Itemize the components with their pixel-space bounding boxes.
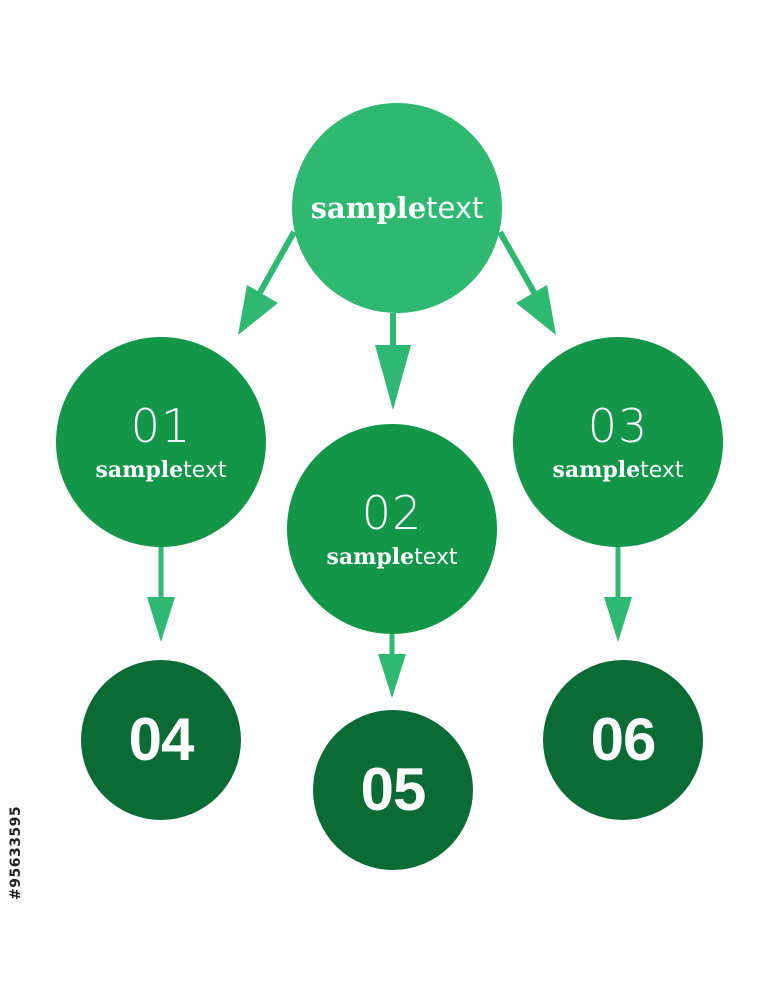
top-node-label: sampletext <box>310 190 484 225</box>
top-node-label-bold: sample <box>310 190 427 225</box>
node-05-number: 05 <box>360 756 427 823</box>
arrowhead-top-to-02 <box>375 345 411 410</box>
node-01-label-bold: sample <box>95 456 184 483</box>
node-04: 04 <box>81 660 241 820</box>
arrowhead-top-to-03 <box>516 285 556 335</box>
arrow-top-to-03 <box>497 230 539 298</box>
arrowhead-03-to-06 <box>604 597 632 642</box>
node-01-label: sampletext <box>95 459 226 482</box>
arrowhead-01-to-04 <box>147 597 175 642</box>
stock-image-id: #95633595 <box>8 805 24 900</box>
top-node: sampletext <box>292 103 502 313</box>
node-03: 03 sampletext <box>513 337 723 547</box>
node-03-label-light: text <box>640 457 684 483</box>
node-06: 06 <box>543 660 703 820</box>
node-03-label-bold: sample <box>552 456 641 483</box>
node-02: 02 sampletext <box>287 424 497 634</box>
node-03-number: 03 <box>587 398 649 453</box>
node-03-label: sampletext <box>552 459 683 482</box>
node-02-label-light: text <box>414 544 458 570</box>
node-01-number: 01 <box>130 398 192 453</box>
node-02-number: 02 <box>361 485 423 540</box>
top-node-label-light: text <box>426 190 484 225</box>
node-05: 05 <box>313 710 473 870</box>
node-01-label-light: text <box>183 457 227 483</box>
arrowhead-02-to-05 <box>378 654 406 698</box>
node-06-number: 06 <box>590 706 657 773</box>
node-01: 01 sampletext <box>56 337 266 547</box>
node-04-number: 04 <box>128 706 195 773</box>
arrow-top-to-01 <box>255 230 297 298</box>
node-02-label: sampletext <box>326 546 457 569</box>
node-02-label-bold: sample <box>326 543 415 570</box>
arrowhead-top-to-01 <box>238 285 278 335</box>
